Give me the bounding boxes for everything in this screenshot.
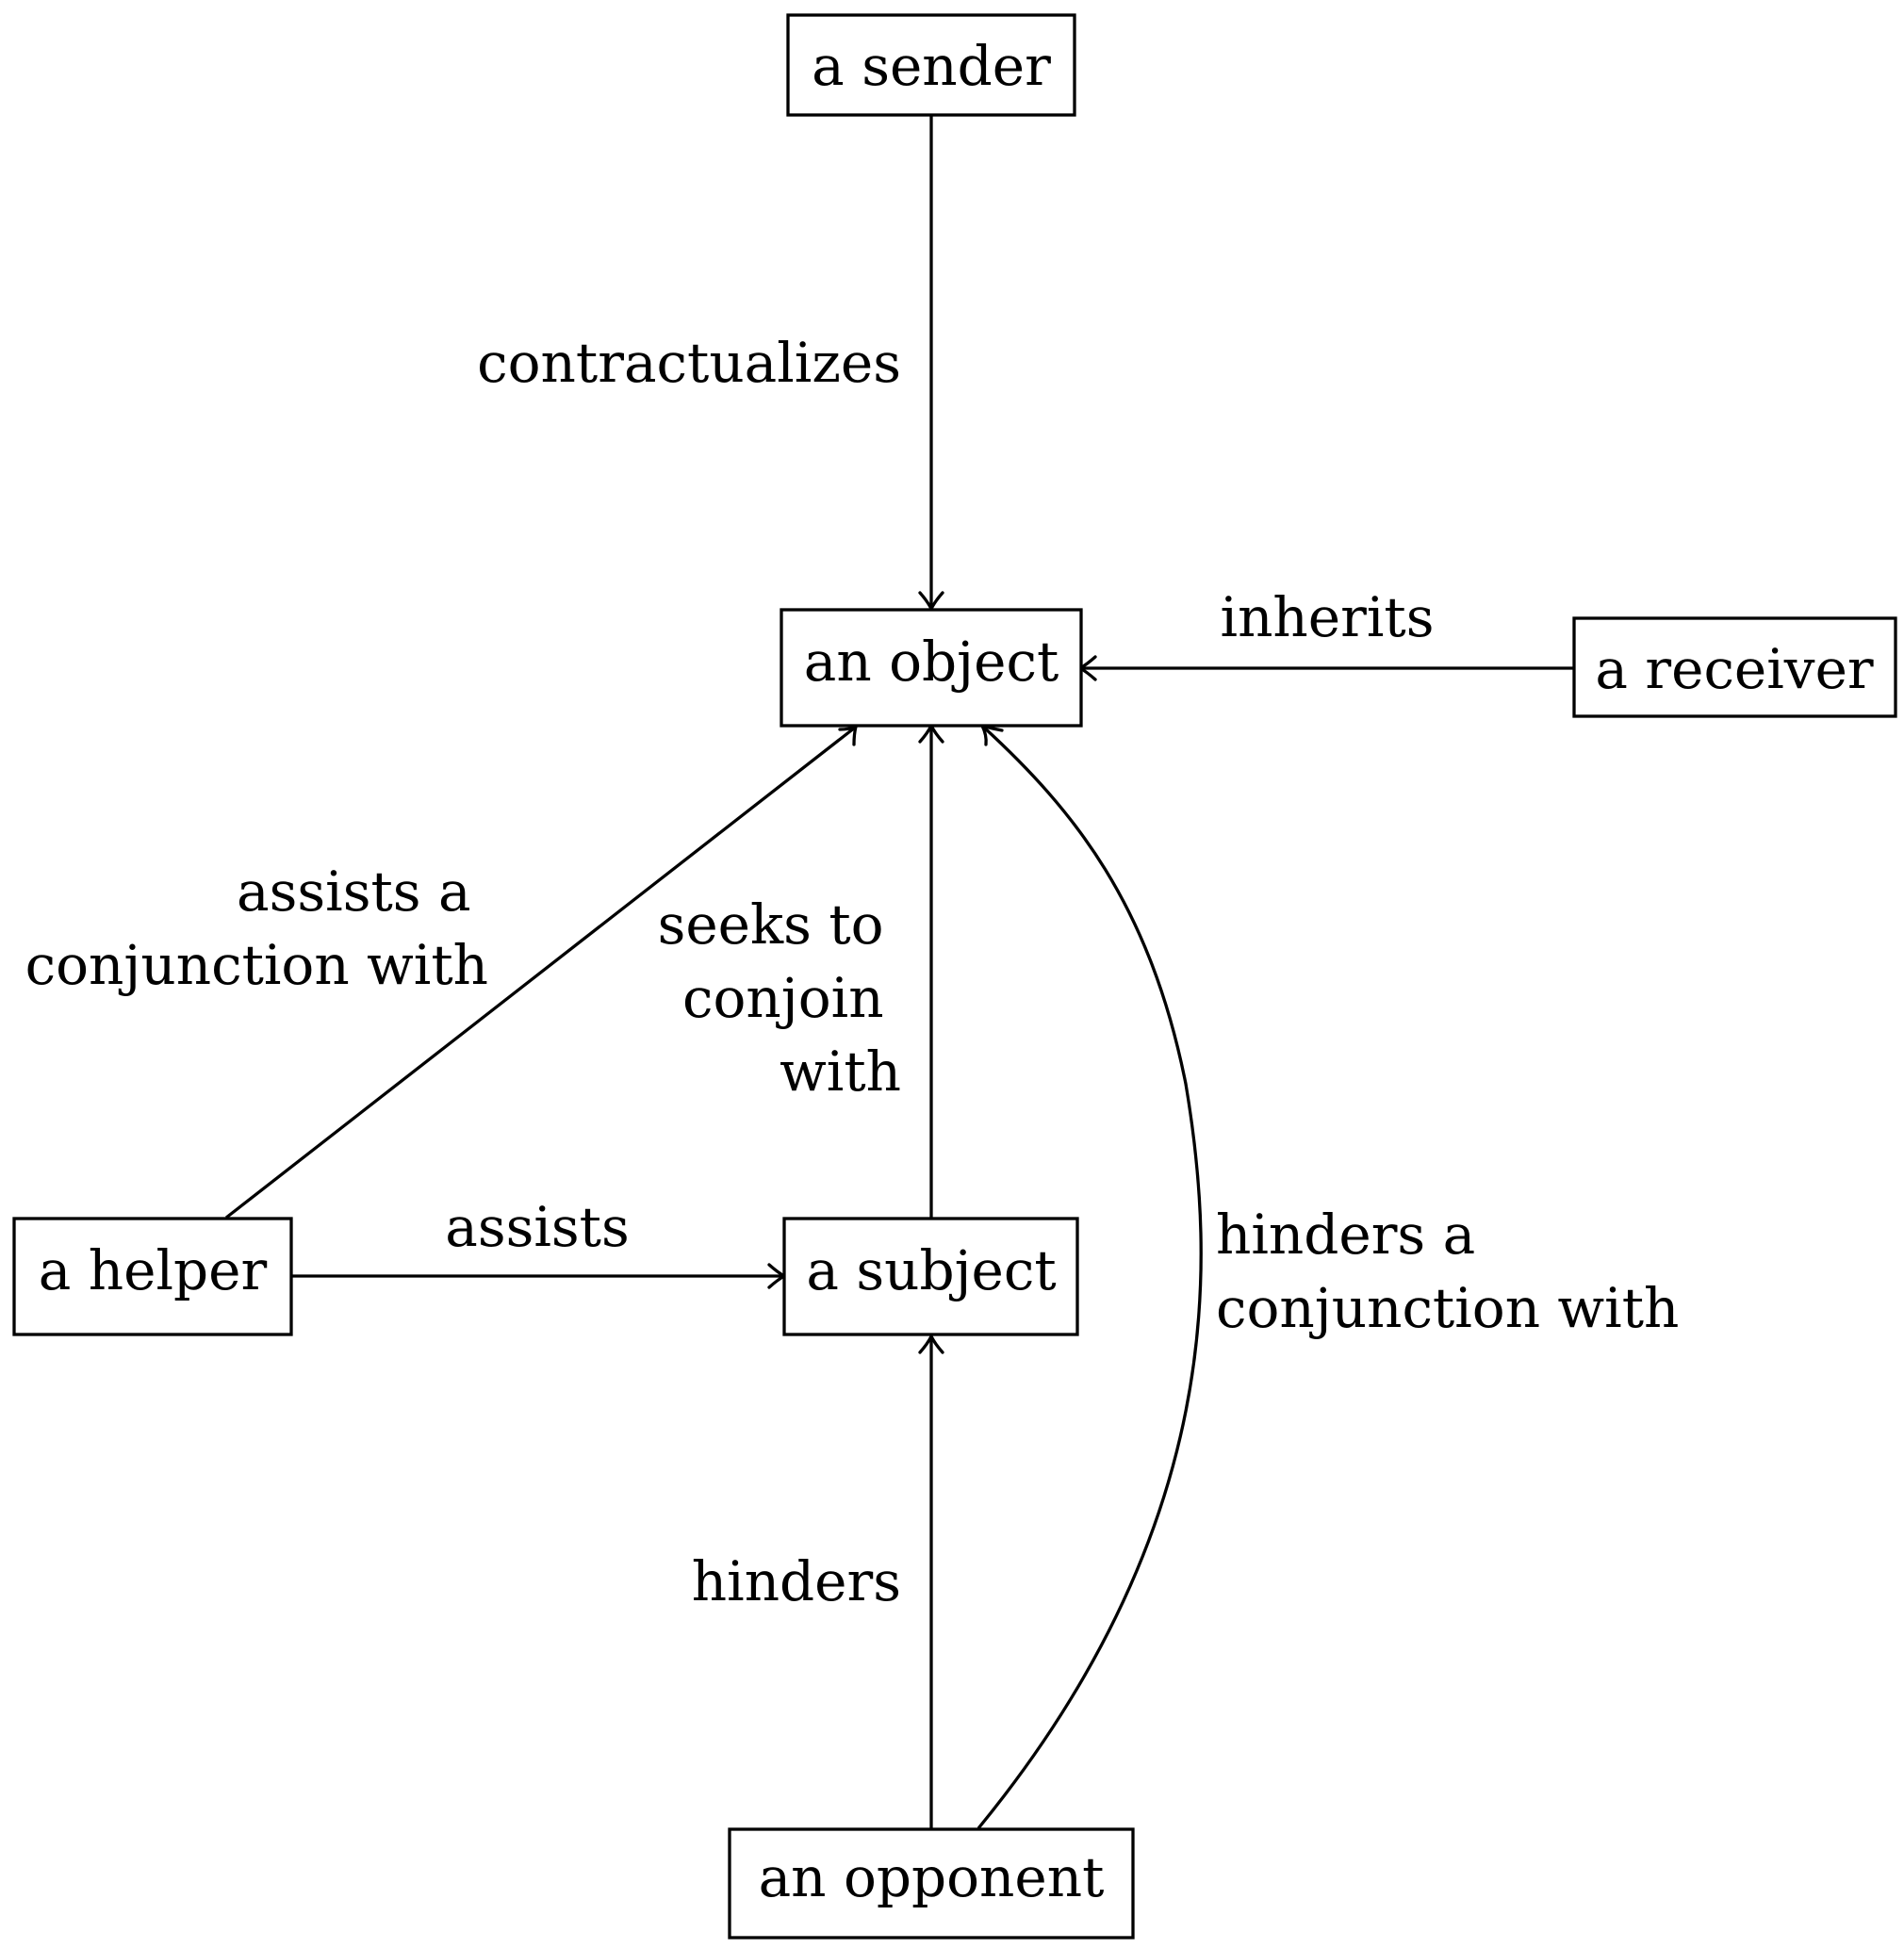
label-assists-a-conjunction-with: assists a conjunction with bbox=[25, 859, 488, 997]
node-opponent: an opponent bbox=[728, 1827, 1135, 1940]
svg-text:assists a conjunction wi: assists a conjunction with bbox=[25, 859, 488, 997]
edge-helper-to-subject bbox=[291, 1263, 786, 1289]
node-sender: a sender bbox=[786, 13, 1076, 117]
node-subject: a subject bbox=[782, 1217, 1079, 1336]
arrowhead-subject-bottom bbox=[918, 1334, 944, 1354]
edge-opponent-to-subject bbox=[918, 1334, 944, 1828]
svg-text:an opponent: an opponent bbox=[759, 1845, 1105, 1909]
edge-receiver-to-object bbox=[1078, 655, 1574, 681]
edge-subject-to-object bbox=[918, 724, 944, 1218]
label-contractualizes: contractualizes bbox=[477, 331, 901, 395]
node-receiver: a receiver bbox=[1572, 616, 1897, 718]
svg-text:hinders: hinders bbox=[692, 1549, 901, 1613]
svg-text:a receiver: a receiver bbox=[1595, 637, 1874, 701]
svg-text:seeks to conjoin w: seeks to conjoin with bbox=[658, 892, 901, 1104]
label-hinders: hinders bbox=[692, 1549, 901, 1613]
svg-text:a subject: a subject bbox=[806, 1238, 1056, 1302]
svg-text:contractualizes: contractualizes bbox=[477, 331, 901, 395]
label-seeks-to-conjoin-with: seeks to conjoin with bbox=[658, 892, 901, 1104]
node-object: an object bbox=[780, 608, 1083, 728]
svg-text:an object: an object bbox=[804, 630, 1059, 694]
svg-text:assists: assists bbox=[445, 1195, 630, 1259]
label-assists: assists bbox=[445, 1195, 630, 1259]
svg-text:hinders a conjunction wi: hinders a conjunction with bbox=[1216, 1203, 1679, 1340]
label-inherits: inherits bbox=[1221, 585, 1435, 649]
svg-text:inherits: inherits bbox=[1221, 585, 1435, 649]
svg-text:a helper: a helper bbox=[39, 1238, 268, 1302]
edge-sender-to-object bbox=[918, 115, 944, 611]
label-hinders-a-conjunction-with: hinders a conjunction with bbox=[1216, 1203, 1679, 1340]
svg-text:a sender: a sender bbox=[812, 34, 1051, 98]
node-helper: a helper bbox=[12, 1217, 293, 1336]
